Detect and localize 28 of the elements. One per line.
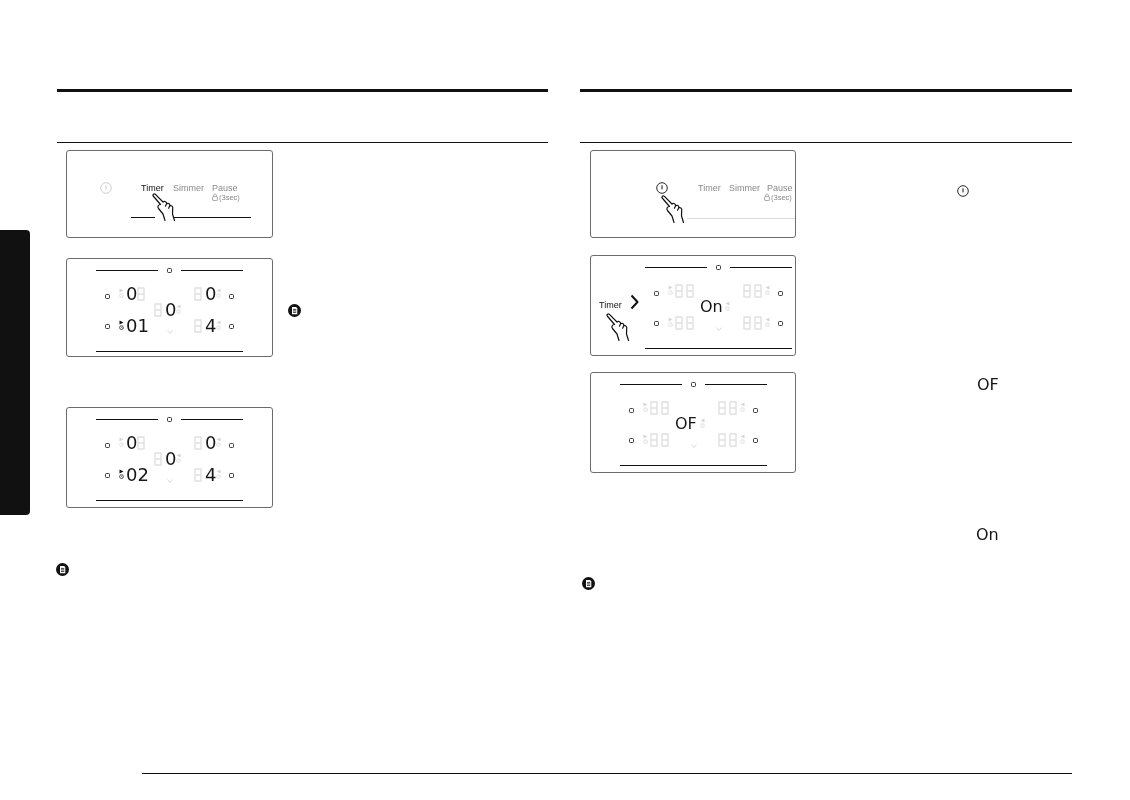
display-digits: 4 bbox=[205, 319, 217, 333]
display-digits: On bbox=[700, 300, 723, 314]
button-label: Pause bbox=[767, 184, 793, 193]
button-label: Timer bbox=[141, 184, 164, 193]
button-label: Simmer bbox=[729, 184, 760, 193]
display-panel bbox=[66, 258, 273, 357]
side-tab bbox=[0, 230, 30, 515]
display-panel bbox=[590, 255, 796, 356]
display-panel bbox=[590, 372, 796, 473]
control-panel bbox=[590, 150, 796, 238]
control-panel bbox=[66, 150, 273, 238]
display-code: OF bbox=[977, 378, 999, 392]
button-label: Pause bbox=[212, 184, 238, 193]
display-digits: OF bbox=[675, 417, 697, 431]
button-label: Simmer bbox=[173, 184, 204, 193]
display-digits: 0 bbox=[205, 436, 217, 450]
display-digits: 01 bbox=[126, 319, 149, 333]
button-label: Timer bbox=[599, 301, 622, 310]
display-digits: 0 bbox=[205, 287, 217, 301]
display-panel bbox=[66, 407, 273, 508]
button-label: Timer bbox=[698, 184, 721, 193]
display-digits: 0 bbox=[165, 303, 177, 317]
display-code: On bbox=[976, 528, 999, 542]
display-digits: 4 bbox=[205, 468, 217, 482]
display-digits: 02 bbox=[126, 468, 149, 482]
display-digits: 0 bbox=[126, 436, 138, 450]
display-digits: 0 bbox=[126, 287, 138, 301]
display-digits: 0 bbox=[165, 452, 177, 466]
